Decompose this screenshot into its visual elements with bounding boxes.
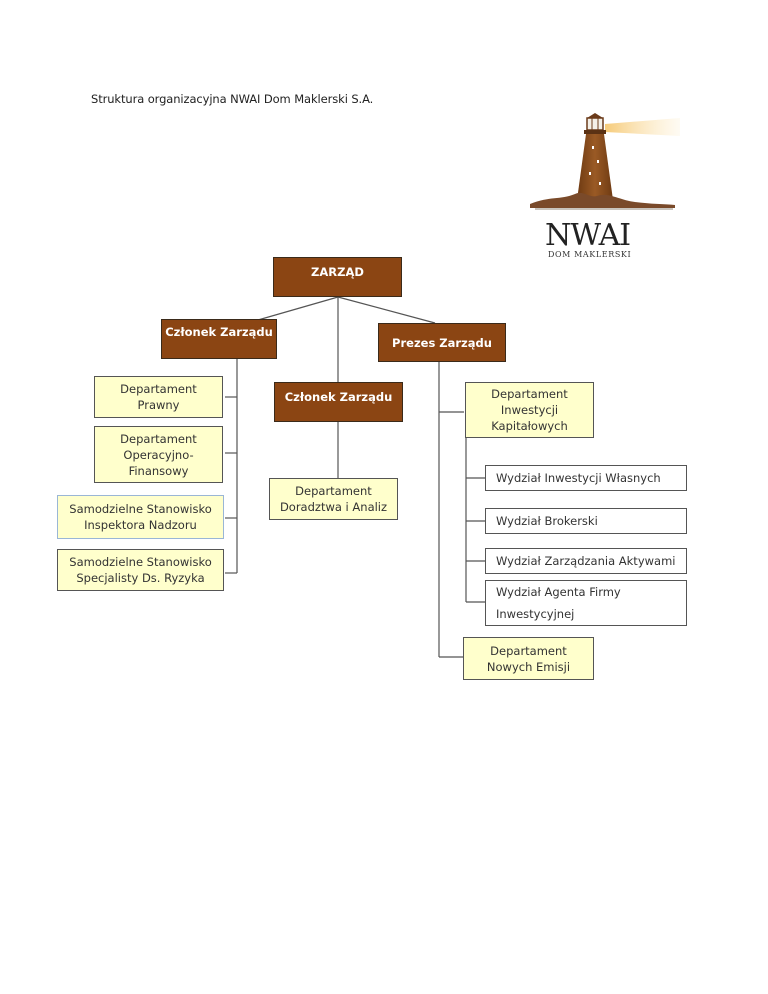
president-box: Prezes Zarządu [378,323,506,362]
capital-investments-department-label: Departament Inwestycji Kapitałowych [491,387,568,433]
own-investments-division-box: Wydział Inwestycji Własnych [485,465,687,491]
logo-name: NWAI [545,218,631,253]
operations-finance-department-box: Departament Operacyjno-Finansowy [94,426,223,483]
president-label: Prezes Zarządu [392,335,492,350]
investment-firm-agent-division-box: Wydział Agenta Firmy Inwestycyjnej [485,580,687,626]
legal-department-label: Departament Prawny [120,382,197,412]
board-label: ZARZĄD [311,265,364,279]
supervision-inspector-label: Samodzielne Stanowisko Inspektora Nadzor… [69,502,212,532]
risk-specialist-label: Samodzielne Stanowisko Specjalisty Ds. R… [69,555,212,585]
capital-investments-department-box: Departament Inwestycji Kapitałowych [465,382,594,438]
supervision-inspector-box: Samodzielne Stanowisko Inspektora Nadzor… [57,495,224,539]
new-issues-department-label: Departament Nowych Emisji [486,643,571,674]
operations-finance-department-label: Departament Operacyjno-Finansowy [120,431,197,478]
new-issues-department-box: Departament Nowych Emisji [463,637,594,680]
brokerage-division-label: Wydział Brokerski [496,514,598,528]
own-investments-division-label: Wydział Inwestycji Własnych [496,471,661,485]
investment-firm-agent-division-label: Wydział Agenta Firmy Inwestycyjnej [496,585,621,621]
board-member-center-label: Członek Zarządu [284,390,393,404]
asset-management-division-box: Wydział Zarządzania Aktywami [485,548,687,574]
legal-department-box: Departament Prawny [94,376,223,418]
brokerage-division-box: Wydział Brokerski [485,508,687,534]
advisory-analysis-department-label: Departament Doradztwa i Analiz [279,484,388,514]
board-member-left-label: Członek Zarządu [165,325,273,339]
document-title: Struktura organizacyjna NWAI Dom Maklers… [91,92,374,106]
board-member-left-box: Członek Zarządu [161,319,277,359]
risk-specialist-box: Samodzielne Stanowisko Specjalisty Ds. R… [57,549,224,591]
advisory-analysis-department-box: Departament Doradztwa i Analiz [269,478,398,520]
board-member-center-box: Członek Zarządu [274,382,403,422]
lighthouse-icon [530,113,680,210]
board-box: ZARZĄD [273,257,402,297]
asset-management-division-label: Wydział Zarządzania Aktywami [496,554,676,568]
logo-subtitle: DOM MAKLERSKI [548,250,632,259]
